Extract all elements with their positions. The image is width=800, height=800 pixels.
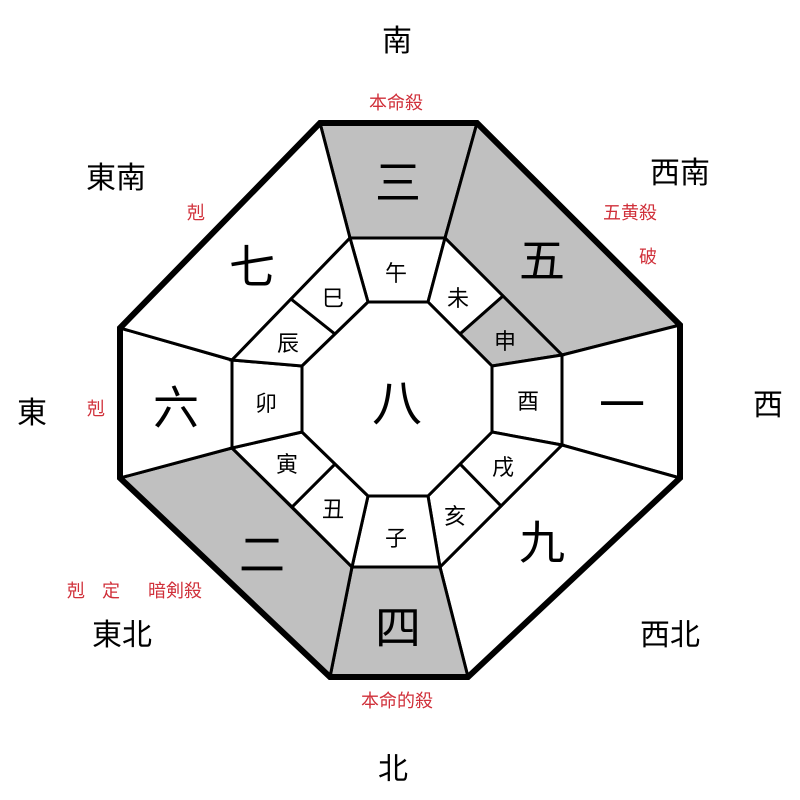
branch-si: 巳 — [321, 287, 345, 312]
star-west: 一 — [599, 378, 645, 432]
note-northeast-2: 定 — [102, 581, 120, 602]
center-star: 八 — [372, 375, 422, 433]
branch-wu: 午 — [384, 262, 408, 287]
branch-mao: 卯 — [254, 392, 278, 417]
dir-south: 南 — [382, 24, 412, 59]
branch-zi: 子 — [384, 527, 408, 552]
dir-east: 東 — [17, 396, 47, 431]
star-northwest: 九 — [519, 516, 565, 570]
dir-southeast: 東南 — [86, 161, 146, 196]
star-south: 三 — [375, 156, 421, 210]
branch-chou: 丑 — [321, 498, 345, 523]
note-southwest-1: 五黄殺 — [603, 203, 657, 224]
dir-north: 北 — [378, 752, 408, 787]
branch-hai: 亥 — [443, 505, 467, 530]
branch-chen: 辰 — [276, 332, 300, 357]
note-northeast-3: 暗剣殺 — [148, 581, 202, 602]
dir-southwest: 西南 — [650, 156, 710, 191]
note-northeast-1: 剋 — [67, 581, 85, 602]
note-southeast: 剋 — [187, 203, 205, 224]
note-east: 剋 — [87, 399, 105, 420]
branch-yin: 寅 — [275, 453, 299, 478]
outer-border — [117, 120, 683, 680]
branch-you: 酉 — [516, 390, 540, 415]
center-cell — [300, 300, 494, 498]
star-north: 四 — [375, 601, 421, 655]
dir-west: 西 — [753, 388, 783, 423]
branch-shen: 申 — [493, 330, 517, 355]
star-northeast: 二 — [239, 528, 285, 582]
dir-northwest: 西北 — [640, 618, 700, 653]
star-southwest: 五 — [519, 234, 565, 288]
note-north: 本命的殺 — [361, 691, 433, 712]
star-southeast: 七 — [229, 240, 275, 294]
note-southwest-2: 破 — [639, 247, 657, 268]
note-south: 本命殺 — [369, 93, 423, 114]
branch-xu: 戌 — [491, 456, 515, 481]
dir-northeast: 東北 — [92, 618, 152, 653]
branch-wei: 未 — [446, 287, 470, 312]
star-east: 六 — [153, 381, 199, 435]
